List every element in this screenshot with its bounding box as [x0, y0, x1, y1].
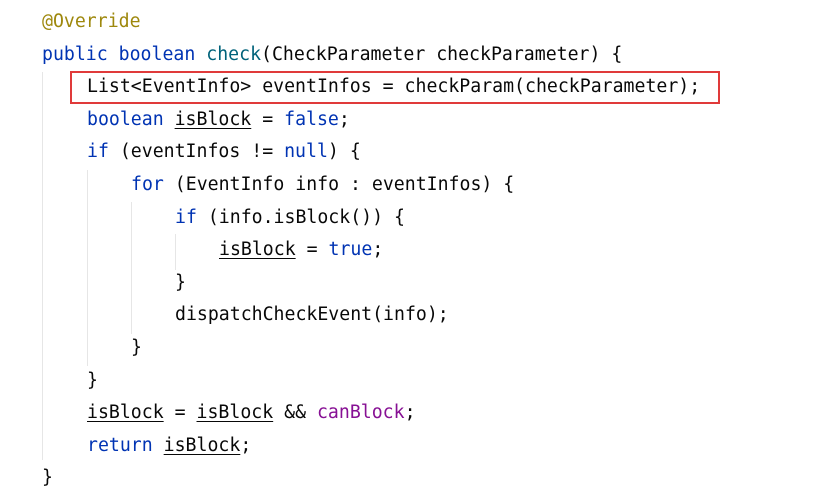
code-token	[164, 109, 175, 130]
code-token: if	[175, 206, 197, 228]
code-token: ;	[404, 402, 416, 424]
code-line: return isBlock;	[87, 430, 251, 462]
code-line: boolean isBlock = false;	[87, 104, 350, 136]
indent-guide-line	[87, 170, 88, 366]
code-token: null	[284, 141, 328, 163]
indent-guide-line	[131, 202, 132, 334]
code-line: }	[175, 267, 186, 299]
indent-guide-line	[42, 72, 43, 460]
code-token	[108, 44, 119, 65]
code-token: (eventInfos !=	[108, 141, 285, 163]
code-token: =	[295, 239, 329, 261]
code-token: (CheckParameter checkParameter) {	[261, 43, 623, 65]
code-token: ;	[338, 108, 350, 130]
code-token: isBlock	[174, 108, 252, 130]
code-line: }	[42, 462, 53, 494]
code-token: isBlock	[196, 402, 274, 424]
code-line: if (info.isBlock()) {	[175, 202, 405, 234]
code-token: @Override	[42, 11, 141, 32]
code-token: dispatchCheckEvent(info);	[175, 304, 449, 326]
code-token: isBlock	[219, 239, 296, 261]
code-token: }	[175, 271, 186, 293]
code-token: ;	[372, 239, 384, 261]
code-token	[195, 44, 206, 65]
code-token: check	[206, 43, 262, 65]
code-line: if (eventInfos != null) {	[87, 136, 361, 168]
highlight-box	[70, 71, 720, 104]
code-token: return	[87, 434, 153, 456]
code-line: dispatchCheckEvent(info);	[175, 299, 449, 331]
code-token: if	[87, 141, 109, 163]
code-line: isBlock = true;	[219, 234, 383, 266]
code-token: =	[251, 108, 285, 130]
code-line: }	[131, 332, 142, 364]
code-token: =	[163, 402, 197, 424]
code-token: true	[328, 239, 373, 261]
code-token: }	[131, 337, 142, 358]
code-token: &&	[273, 402, 317, 424]
code-token: (info.isBlock()) {	[196, 206, 405, 228]
code-token: (EventInfo info : eventInfos) {	[163, 174, 515, 195]
code-line: }	[87, 365, 98, 397]
code-line: isBlock = isBlock && canBlock;	[87, 397, 416, 429]
code-token: }	[42, 467, 53, 489]
code-token: isBlock	[87, 402, 164, 424]
code-token: }	[87, 369, 98, 391]
code-line: for (EventInfo info : eventInfos) {	[131, 169, 514, 201]
code-token: List<EventInfo> eventInfos = checkParam(…	[87, 76, 701, 98]
code-line: public boolean check(CheckParameter chec…	[42, 39, 622, 71]
code-token: public	[42, 43, 108, 65]
code-token: ) {	[327, 141, 361, 163]
code-token: canBlock	[316, 402, 405, 424]
code-token: ;	[240, 434, 252, 456]
code-line: @Override	[42, 6, 141, 38]
code-token: false	[284, 108, 339, 130]
code-token: boolean	[87, 108, 164, 130]
indent-guide-line	[175, 234, 176, 270]
code-line: List<EventInfo> eventInfos = checkParam(…	[87, 71, 700, 103]
code-token: boolean	[118, 43, 196, 65]
code-token: for	[131, 174, 164, 195]
code-token	[153, 435, 164, 456]
code-token: isBlock	[163, 434, 241, 456]
